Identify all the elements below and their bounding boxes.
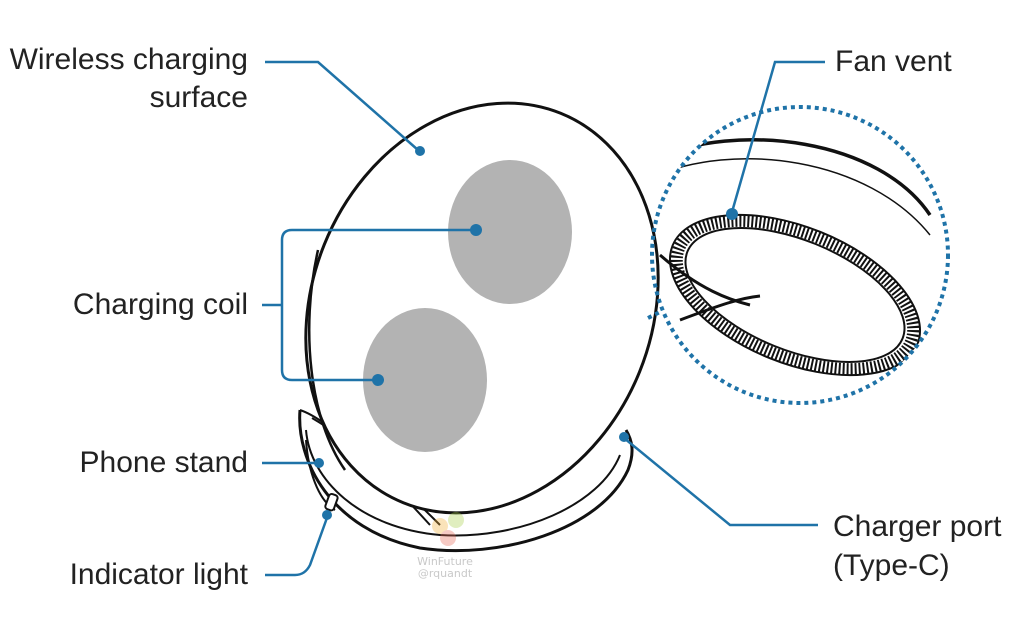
dot-charger-port	[619, 432, 629, 442]
label-fan-vent: Fan vent	[835, 45, 952, 78]
label-charger-port-line1: Charger port	[833, 510, 1002, 543]
charging-coil-lower	[363, 308, 487, 452]
label-indicator-light: Indicator light	[69, 558, 248, 591]
watermark-line2: @rquandt	[417, 567, 473, 580]
fan-vent-zoom	[647, 105, 950, 405]
label-wireless-line1: Wireless charging	[9, 43, 248, 76]
watermark-logo	[432, 512, 464, 546]
label-phone-stand: Phone stand	[79, 446, 248, 479]
leader-wireless	[265, 60, 419, 151]
watermark-line1: WinFuture	[417, 555, 473, 568]
dot-coil-lower	[372, 374, 384, 386]
charging-coil-upper	[448, 160, 572, 304]
label-wireless-line2: surface	[149, 81, 248, 114]
dot-fan-vent	[726, 208, 738, 220]
leader-lines	[262, 60, 825, 577]
dot-indicator	[322, 510, 332, 520]
label-charging-coil: Charging coil	[72, 288, 248, 321]
watermark-text: WinFuture @rquandt	[405, 556, 485, 580]
leader-charger-port	[623, 437, 818, 527]
leader-fan-vent	[730, 60, 825, 213]
label-charger-port-line2: (Type-C)	[833, 549, 950, 582]
indicator-light-icon	[324, 492, 339, 512]
leader-dots	[314, 146, 738, 520]
dot-wireless	[415, 146, 425, 156]
dot-coil-upper	[470, 224, 482, 236]
dot-phone-stand	[314, 458, 324, 468]
leader-indicator	[265, 514, 330, 577]
